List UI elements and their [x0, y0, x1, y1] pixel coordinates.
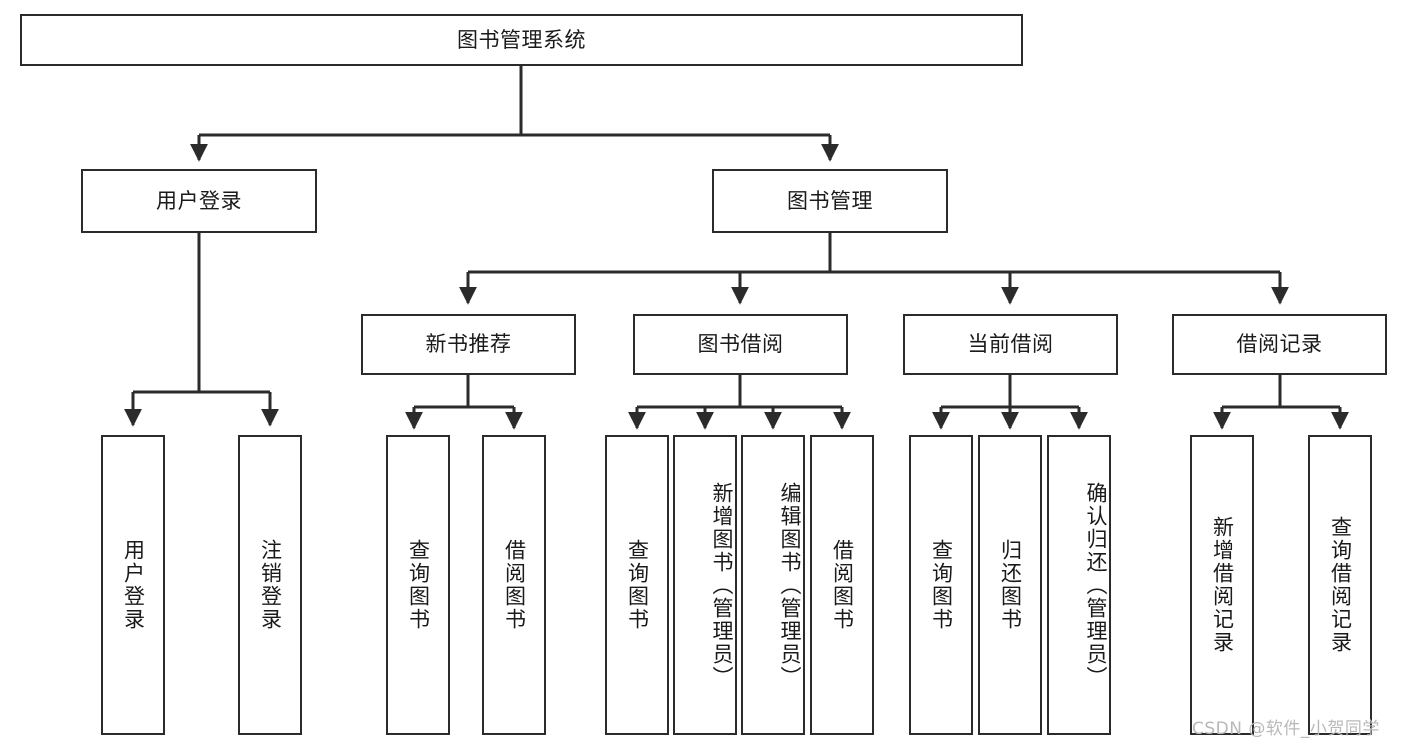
node-label: 查询图书: [929, 539, 954, 631]
leaf-new-book-borrow-book[interactable]: 借阅图书: [482, 435, 546, 735]
leaf-current-borrow-query-book[interactable]: 查询图书: [909, 435, 973, 735]
node-new-book-recommend[interactable]: 新书推荐: [361, 314, 576, 375]
node-label: 新增借阅记录: [1210, 516, 1235, 654]
node-label: 注销登录: [258, 539, 283, 631]
node-label: 编辑图书（管理员）: [778, 481, 802, 689]
node-label: 查询借阅记录: [1328, 516, 1353, 654]
node-label: 新增图书（管理员）: [710, 481, 734, 689]
leaf-book-borrow-query-book[interactable]: 查询图书: [605, 435, 669, 735]
leaf-book-borrow-add-book-admin[interactable]: 新增图书（管理员）: [673, 435, 737, 735]
node-label: 新书推荐: [425, 332, 512, 357]
leaf-new-book-query-book[interactable]: 查询图书: [386, 435, 450, 735]
node-label: 借阅记录: [1236, 332, 1323, 357]
leaf-user-login-login[interactable]: 用户登录: [101, 435, 165, 735]
node-label: 借阅图书: [830, 539, 855, 631]
node-label: 确认归还（管理员）: [1084, 481, 1108, 689]
node-label: 查询图书: [625, 539, 650, 631]
node-current-borrow[interactable]: 当前借阅: [903, 314, 1118, 375]
node-label: 借阅图书: [502, 539, 527, 631]
leaf-user-login-logout[interactable]: 注销登录: [238, 435, 302, 735]
node-book-borrow[interactable]: 图书借阅: [633, 314, 848, 375]
node-label: 查询图书: [406, 539, 431, 631]
node-book-management[interactable]: 图书管理: [712, 169, 948, 233]
node-label: 图书管理系统: [457, 27, 586, 52]
leaf-borrow-record-add-record[interactable]: 新增借阅记录: [1190, 435, 1254, 735]
node-label: 图书借阅: [697, 332, 784, 357]
leaf-current-borrow-confirm-return-admin[interactable]: 确认归还（管理员）: [1047, 435, 1111, 735]
node-label: 用户登录: [121, 539, 146, 631]
node-user-login[interactable]: 用户登录: [81, 169, 317, 233]
leaf-book-borrow-borrow-book[interactable]: 借阅图书: [810, 435, 874, 735]
node-borrow-record[interactable]: 借阅记录: [1172, 314, 1387, 375]
node-label: 归还图书: [998, 539, 1023, 631]
leaf-current-borrow-return-book[interactable]: 归还图书: [978, 435, 1042, 735]
node-root-book-management-system[interactable]: 图书管理系统: [20, 14, 1023, 66]
watermark-text: CSDN @软件_小贺同学: [1192, 719, 1380, 739]
leaf-borrow-record-query-record[interactable]: 查询借阅记录: [1308, 435, 1372, 735]
leaf-book-borrow-edit-book-admin[interactable]: 编辑图书（管理员）: [741, 435, 805, 735]
node-label: 图书管理: [787, 188, 873, 213]
node-label: 用户登录: [156, 188, 242, 213]
node-label: 当前借阅: [967, 332, 1054, 357]
